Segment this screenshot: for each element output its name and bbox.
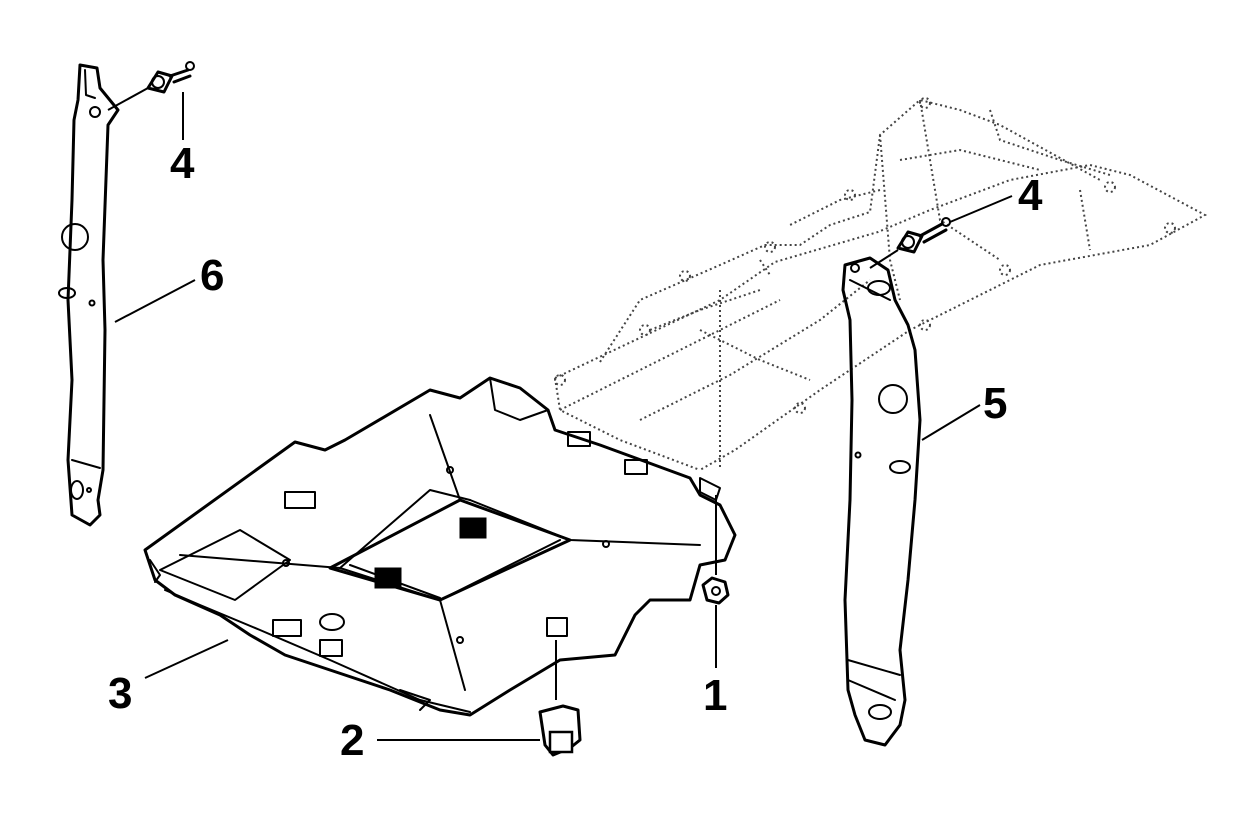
leader-part-3 (144, 639, 229, 679)
left-bracket (58, 63, 120, 527)
callout-part-3: 3 (108, 669, 132, 718)
right-bracket (841, 256, 922, 747)
leader-part-6 (114, 279, 196, 323)
callout-part-1: 1 (703, 671, 727, 720)
nut-part-1 (699, 477, 730, 605)
leader-part-4-right (949, 195, 1013, 223)
callout-part-6: 6 (200, 251, 224, 300)
callout-part-4-left: 4 (170, 139, 195, 188)
leader-part-5 (921, 404, 981, 441)
skid-plate (143, 376, 737, 717)
bolt-right (869, 217, 951, 269)
phantom-frame (554, 97, 1208, 471)
callout-part-4-right: 4 (1018, 171, 1043, 220)
bolt-left (107, 61, 195, 111)
callout-part-2: 2 (340, 716, 364, 765)
callout-part-5: 5 (983, 379, 1007, 428)
clip-part-2 (538, 640, 582, 757)
